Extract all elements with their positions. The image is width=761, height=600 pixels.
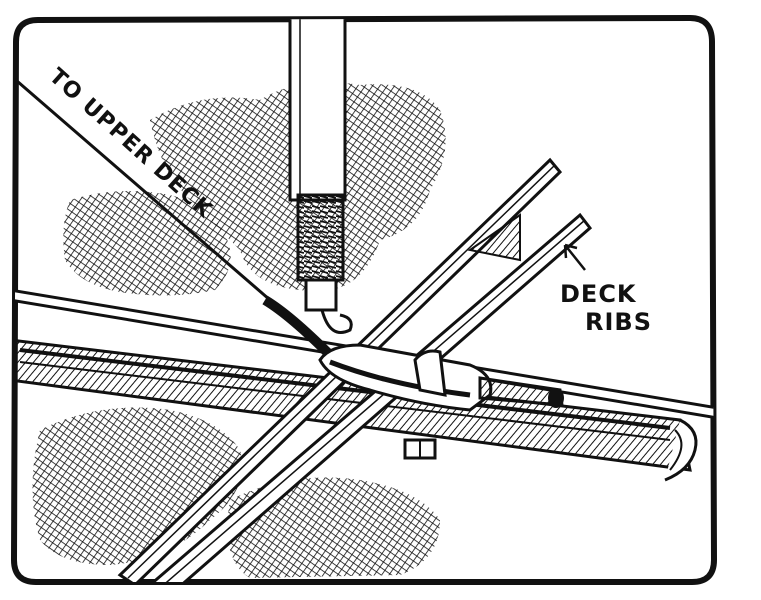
label-ribs: RIBS [585, 308, 652, 336]
bolt-nut [403, 438, 437, 460]
label-deck: DECK [560, 280, 637, 308]
shadow-patch-left [63, 191, 231, 296]
turnbuckle-fitting [318, 343, 564, 412]
bracing-wire [14, 73, 271, 302]
shadow-patch-lower-center [227, 477, 440, 578]
deck-ribs-arrow [563, 243, 586, 271]
vertical-strut [288, 18, 353, 334]
